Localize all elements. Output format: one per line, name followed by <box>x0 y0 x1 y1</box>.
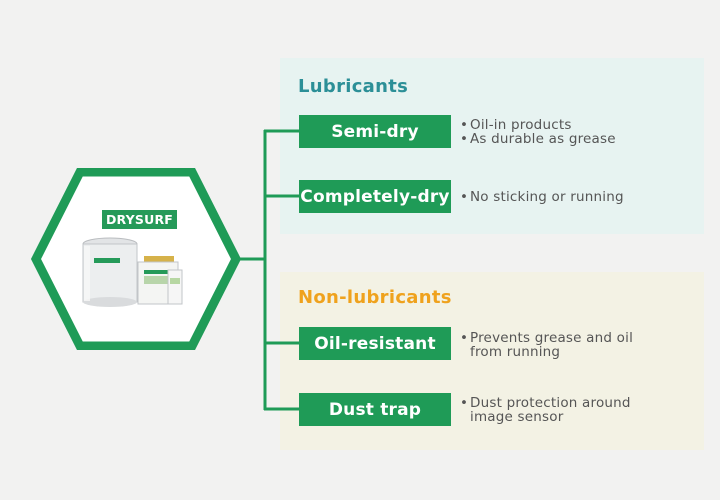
description-item-continued: from running <box>470 344 561 360</box>
brand-label: DRYSURF <box>102 210 177 229</box>
oil-resistant-description: •Prevents grease and oil from running <box>460 331 633 359</box>
semi-dry-description: •Oil-in products •As durable as grease <box>460 118 616 146</box>
bullet: • <box>460 189 469 205</box>
description-item: Dust protection around <box>470 395 631 411</box>
description-item: No sticking or running <box>470 189 624 205</box>
description-item: As durable as grease <box>470 131 616 147</box>
product-hexagon: DRYSURF <box>30 168 242 350</box>
bullet: • <box>460 395 469 411</box>
dust-trap-box: Dust trap <box>299 393 451 426</box>
oil-resistant-box: Oil-resistant <box>299 327 451 360</box>
bullet: • <box>460 117 469 133</box>
bullet: • <box>460 131 469 147</box>
completely-dry-box: Completely-dry <box>299 180 451 213</box>
description-item: Prevents grease and oil <box>470 330 634 346</box>
semi-dry-box: Semi-dry <box>299 115 451 148</box>
description-item: Oil-in products <box>470 117 572 133</box>
non-lubricants-title: Non-lubricants <box>298 287 452 308</box>
lubricants-title: Lubricants <box>298 76 409 97</box>
description-item-continued: image sensor <box>470 409 564 425</box>
bullet: • <box>460 330 469 346</box>
completely-dry-description: •No sticking or running <box>460 190 624 204</box>
product-image <box>82 237 183 307</box>
dust-trap-description: •Dust protection around image sensor <box>460 396 631 424</box>
